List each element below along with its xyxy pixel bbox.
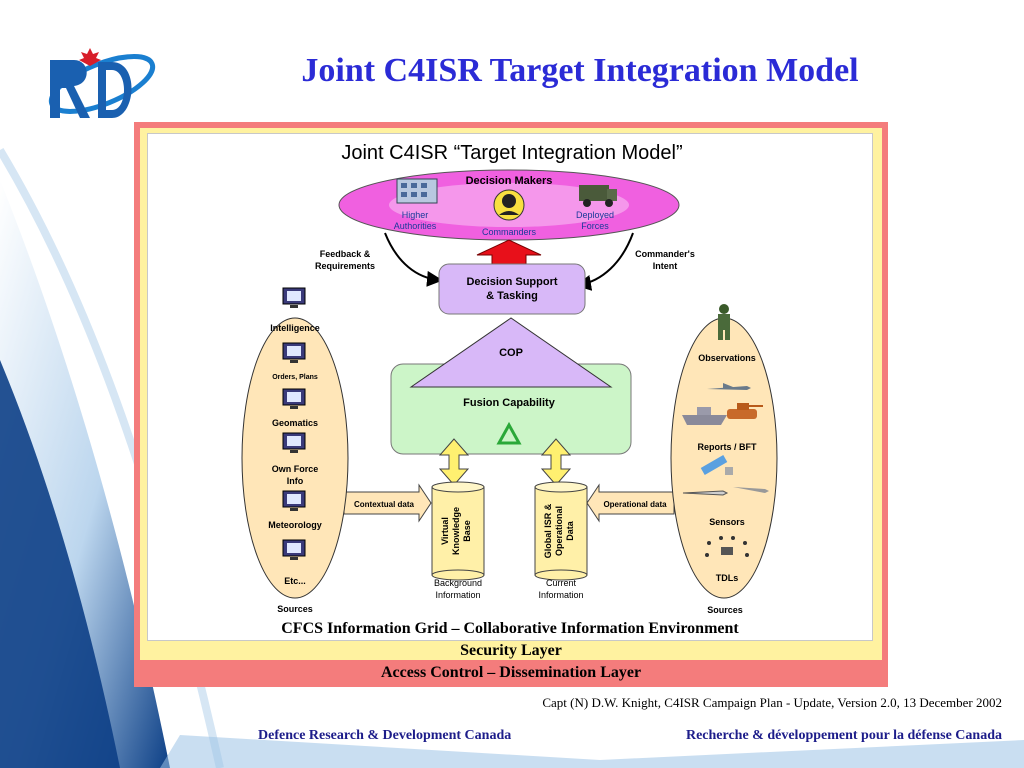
feedback-label-2: Requirements [315,261,375,271]
contextual-data-arrow [343,483,432,523]
observations-label: Observations [698,353,756,363]
drdc-logo: RD [48,48,156,129]
geomatics-label: Geomatics [272,418,318,428]
monitor-icon [282,388,306,409]
vkb-label-3: Base [462,520,472,542]
uav-icon [682,487,769,496]
knowledge-base-cylinder [431,481,485,581]
footer-french: Recherche & développement pour la défens… [685,728,1002,743]
operational-data-arrow [586,483,675,523]
decision-support-label-1: Decision Support [466,276,557,288]
monitor-icon [282,287,306,308]
building-icon [396,178,438,204]
contextual-data-label: Contextual data [354,500,415,509]
monitor-icon [282,342,306,363]
gisr-label-1: Global ISR & [543,503,553,558]
aircraft-icon [707,383,751,390]
security-layer-label: Security Layer [460,642,562,659]
fusion-label: Fusion Capability [463,397,556,409]
background-info-label-1: Background [434,578,482,588]
commanders-label: Commanders [482,227,537,237]
footer-english: Defence Research & Development Canada [258,728,512,743]
commander-icon [493,189,525,221]
recycle-icon [496,421,522,445]
own-force-label-2: Info [287,476,304,486]
decision-makers-title: Decision Makers [466,175,553,187]
sensors-label: Sensors [709,517,745,527]
deployed-forces-label-2: Forces [581,221,609,231]
decision-support-label-2: & Tasking [486,290,538,302]
vkb-label-2: Knowledge [451,507,461,555]
right-sources-label: Sources [707,605,743,615]
own-force-label-1: Own Force [272,464,319,474]
decision-support-box [438,263,586,315]
higher-authorities-label-2: Authorities [394,221,437,231]
tank-icon [727,403,763,419]
tdls-label: TDLs [716,573,739,583]
background-info-label-2: Information [435,590,480,600]
vkb-label-1: Virtual [440,517,450,545]
ship-icon [682,407,727,425]
diagram-title: Joint C4ISR “Target Integration Model” [341,142,682,164]
citation: Capt (N) D.W. Knight, C4ISR Campaign Pla… [542,695,1002,710]
soldier-icon [718,304,730,340]
gisr-label-2: Operational [554,506,564,556]
access-control-label: Access Control – Dissemination Layer [380,664,642,681]
gisr-label-3: Data [565,520,575,541]
monitor-icon [282,539,306,560]
intent-label-2: Intent [653,261,678,271]
cop-triangle [409,317,613,388]
current-info-label-2: Information [538,590,583,600]
feedback-arrow [384,232,443,287]
monitor-icon [282,490,306,511]
left-sources-ellipse [241,317,349,599]
etc-label: Etc... [284,576,306,586]
left-sources-label: Sources [277,604,313,614]
network-icon [705,536,749,557]
satellite-icon [700,455,733,475]
operational-data-cylinder [534,481,588,581]
orders-plans-label: Orders, Plans [272,374,318,381]
vehicle-icon [579,185,617,207]
reports-bft-label: Reports / BFT [697,442,757,452]
target-integration-diagram: Joint C4ISR “Target Integration Model” D… [241,142,778,615]
information-grid-label: CFCS Information Grid – Collaborative In… [281,620,739,637]
intelligence-label: Intelligence [270,323,320,333]
deployed-forces-label-1: Deployed [576,210,614,220]
logo-text: RD [58,127,60,129]
intent-label-1: Commander's [635,249,695,259]
cop-label: COP [499,347,523,359]
operational-data-label: Operational data [603,500,667,509]
meteorology-label: Meteorology [268,520,322,530]
current-info-label-1: Current [546,578,577,588]
monitor-icon [282,432,306,453]
higher-authorities-label-1: Higher [402,210,429,220]
feedback-label-1: Feedback & [320,249,371,259]
intent-arrow [575,232,634,291]
slide-title: Joint C4ISR Target Integration Model [301,52,859,89]
